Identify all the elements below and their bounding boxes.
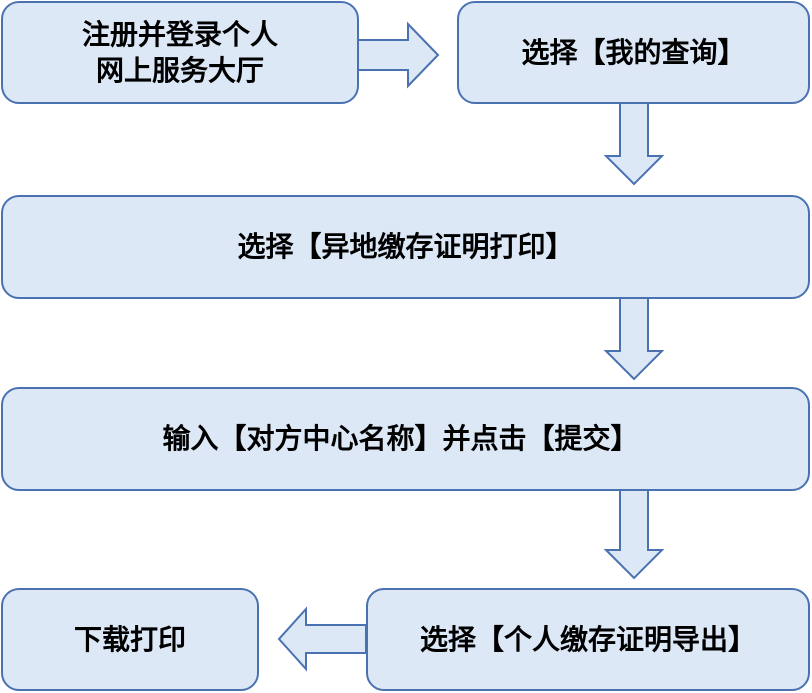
step-text-line-1: 注册并登录个人	[81, 17, 278, 51]
step-text: 选择【个人缴存证明导出】	[419, 622, 756, 656]
step-text: 选择【异地缴存证明打印】	[237, 230, 574, 263]
arrow-right-icon	[357, 21, 440, 89]
step-my-query: 选择【我的查询】	[457, 1, 810, 104]
step-text: 选择【我的查询】	[521, 35, 746, 69]
arrow-down-icon	[603, 297, 665, 381]
step-remote-deposit-certificate: 选择【异地缴存证明打印】	[1, 195, 810, 299]
step-download-print: 下载打印	[1, 588, 259, 691]
arrow-down-icon	[603, 489, 665, 580]
step-export-certificate: 选择【个人缴存证明导出】	[366, 588, 810, 691]
step-register-login: 注册并登录个人 网上服务大厅	[1, 1, 359, 104]
arrow-down-icon	[603, 102, 665, 186]
step-text: 下载打印	[73, 622, 186, 656]
step-enter-center-name: 输入【对方中心名称】并点击【提交】	[1, 387, 810, 491]
step-text: 输入【对方中心名称】并点击【提交】	[162, 422, 639, 455]
arrow-left-icon	[277, 606, 367, 672]
step-text-line-2: 网上服务大厅	[95, 53, 264, 87]
